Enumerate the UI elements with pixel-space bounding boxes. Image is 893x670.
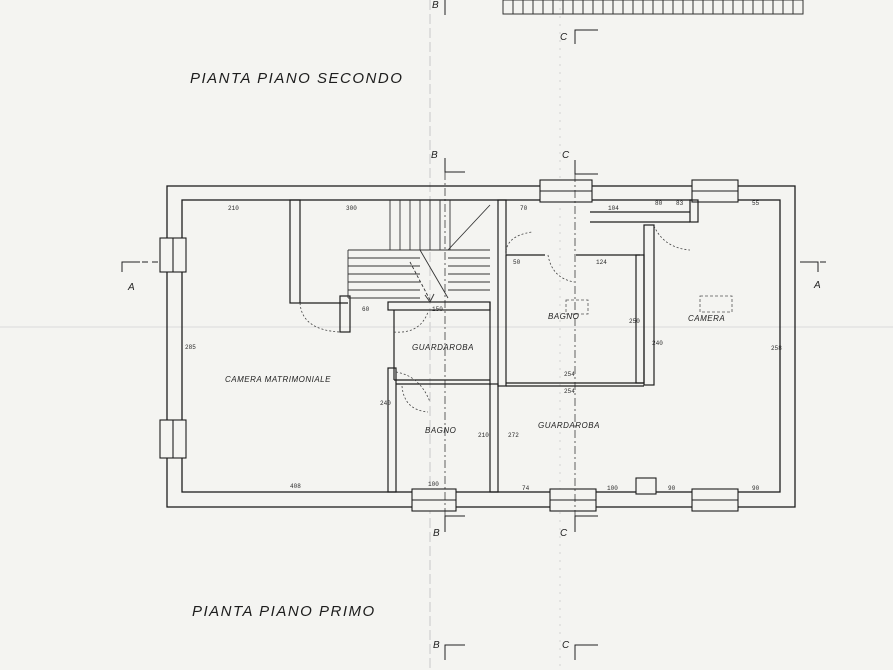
dimension-label: 55: [752, 200, 760, 207]
dimension-label: 80: [655, 200, 663, 207]
title-second-floor: PIANTA PIANO SECONDO: [190, 70, 404, 87]
room-label-bath-left: BAGNO: [425, 426, 457, 435]
room-label-bedroom: CAMERA: [688, 314, 726, 323]
dimension-label: 100: [607, 485, 618, 492]
dimension-label: 104: [608, 205, 619, 212]
interior-walls: [289, 199, 699, 493]
section-mark-c-top: C: [562, 150, 570, 161]
fixtures: [565, 295, 733, 315]
room-label-wardrobe-small: GUARDAROBA: [412, 343, 474, 352]
dimension-label: 210: [228, 205, 239, 212]
dimension-label: 90: [668, 485, 676, 492]
dimension-label: 258: [771, 345, 782, 352]
dimension-label: 254: [564, 371, 575, 378]
section-mark-c-lower: C: [562, 640, 570, 651]
upper-railing-fragment: [502, 0, 804, 15]
section-mark-a-right: A: [814, 280, 821, 291]
dimension-label: 300: [346, 205, 357, 212]
dimension-label: 210: [478, 432, 489, 439]
section-mark-c-bottom: C: [560, 528, 568, 539]
dimension-label: 272: [508, 432, 519, 439]
outer-walls: [166, 185, 796, 508]
section-mark-b-upper: B: [432, 0, 439, 11]
section-mark-c-upper: C: [560, 32, 568, 43]
dimension-label: 70: [520, 205, 528, 212]
room-label-wardrobe-right: GUARDAROBA: [538, 421, 600, 430]
dimension-label: 150: [432, 306, 443, 313]
section-mark-b-top: B: [431, 150, 438, 161]
dimension-label: 74: [522, 485, 530, 492]
dimension-label: 250: [629, 318, 640, 325]
dimension-label: 100: [428, 481, 439, 488]
dimension-label: 240: [380, 400, 391, 407]
section-mark-b-lower: B: [433, 640, 440, 651]
title-first-floor: PIANTA PIANO PRIMO: [192, 603, 376, 620]
room-label-bath-right: BAGNO: [548, 312, 580, 321]
dimension-label: 408: [290, 483, 301, 490]
section-mark-a-left: A: [128, 282, 135, 293]
section-lines: [121, 0, 826, 660]
dimension-label: 240: [652, 340, 663, 347]
dimension-label: 90: [752, 485, 760, 492]
room-label-master-bedroom: CAMERA MATRIMONIALE: [225, 375, 331, 384]
dimension-label: 83: [676, 200, 684, 207]
dimension-label: 50: [513, 259, 521, 266]
dimension-label: 124: [596, 259, 607, 266]
section-mark-b-bottom: B: [433, 528, 440, 539]
door-swings: [299, 225, 691, 413]
dimension-label: 60: [362, 306, 370, 313]
dimension-label: 254: [564, 388, 575, 395]
dimension-label: 285: [185, 344, 196, 351]
staircase: [347, 200, 491, 303]
